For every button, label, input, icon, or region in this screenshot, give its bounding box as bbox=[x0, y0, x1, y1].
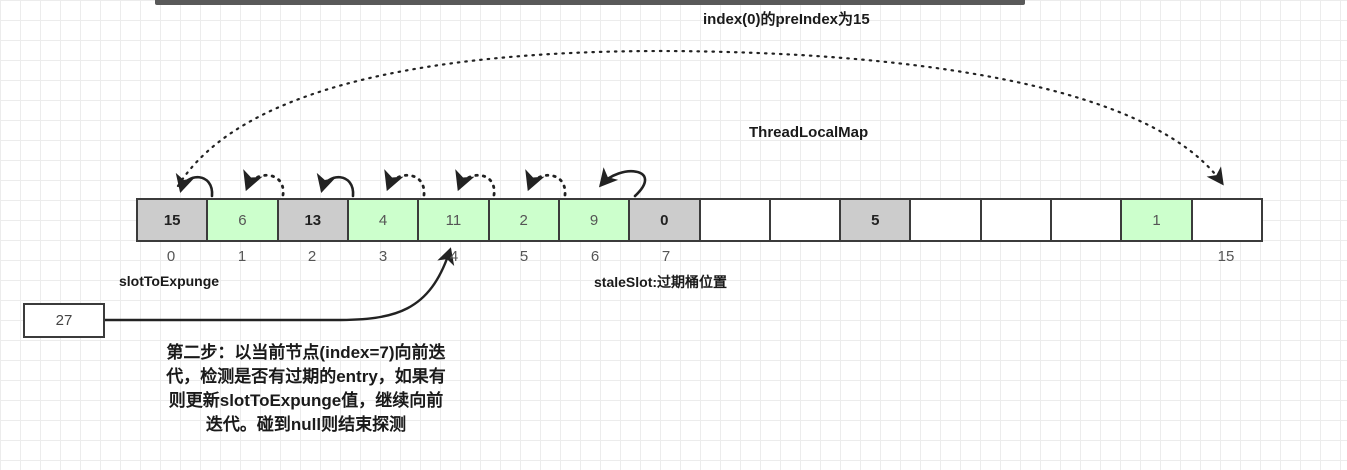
table-cell-8[interactable] bbox=[700, 200, 771, 240]
table-cell-11[interactable] bbox=[911, 200, 982, 240]
page-title: index(0)的preIndex为15 bbox=[703, 11, 870, 28]
table-cell-13[interactable] bbox=[1052, 200, 1123, 240]
step-caption: 第二步：以当前节点(index=7)向前迭 代，检测是否有过期的entry，如果… bbox=[110, 341, 502, 438]
index-label-15: 15 bbox=[1217, 248, 1235, 265]
table-cell-0[interactable]: 15 bbox=[138, 200, 209, 240]
caption-line-4: 迭代。碰到null则结束探测 bbox=[205, 415, 407, 435]
table-cell-2[interactable]: 13 bbox=[278, 200, 349, 240]
index-label-3: 3 bbox=[378, 248, 388, 265]
caption-line-3: 则更新slotToExpunge值，继续向前 bbox=[168, 391, 444, 411]
slot-to-expunge-label: slotToExpunge bbox=[119, 273, 220, 289]
caption-line-1: 第二步：以当前节点(index=7)向前迭 bbox=[166, 343, 446, 362]
index-label-2: 2 bbox=[307, 248, 317, 265]
cropped-top-bar bbox=[155, 0, 1025, 5]
table-cell-10[interactable]: 5 bbox=[841, 200, 912, 240]
table-cell-6[interactable]: 9 bbox=[559, 200, 631, 240]
index-label-7: 7 bbox=[661, 248, 671, 265]
table-cell-15[interactable] bbox=[1192, 200, 1261, 240]
index-label-0: 0 bbox=[166, 248, 176, 265]
table-cell-14[interactable]: 1 bbox=[1122, 200, 1193, 240]
stale-slot-label: staleSlot:过期桶位置 bbox=[594, 274, 728, 290]
value-box-27[interactable]: 27 bbox=[23, 303, 105, 338]
table-cell-7[interactable]: 0 bbox=[630, 200, 701, 240]
table-cell-5[interactable]: 2 bbox=[489, 200, 560, 240]
index-label-4: 4 bbox=[449, 248, 459, 265]
index-label-1: 1 bbox=[237, 248, 247, 265]
threadlocalmap-table: 15 6 13 4 11 2 9 0 5 1 bbox=[136, 198, 1263, 242]
threadlocalmap-label: ThreadLocalMap bbox=[749, 124, 869, 141]
table-cell-9[interactable] bbox=[770, 200, 842, 240]
index-label-6: 6 bbox=[590, 248, 600, 265]
table-cell-3[interactable]: 4 bbox=[348, 200, 420, 240]
caption-line-2: 代，检测是否有过期的entry，如果有 bbox=[166, 367, 446, 387]
table-cell-12[interactable] bbox=[981, 200, 1053, 240]
table-cell-1[interactable]: 6 bbox=[208, 200, 279, 240]
index-label-5: 5 bbox=[519, 248, 529, 265]
table-cell-4[interactable]: 11 bbox=[419, 200, 490, 240]
